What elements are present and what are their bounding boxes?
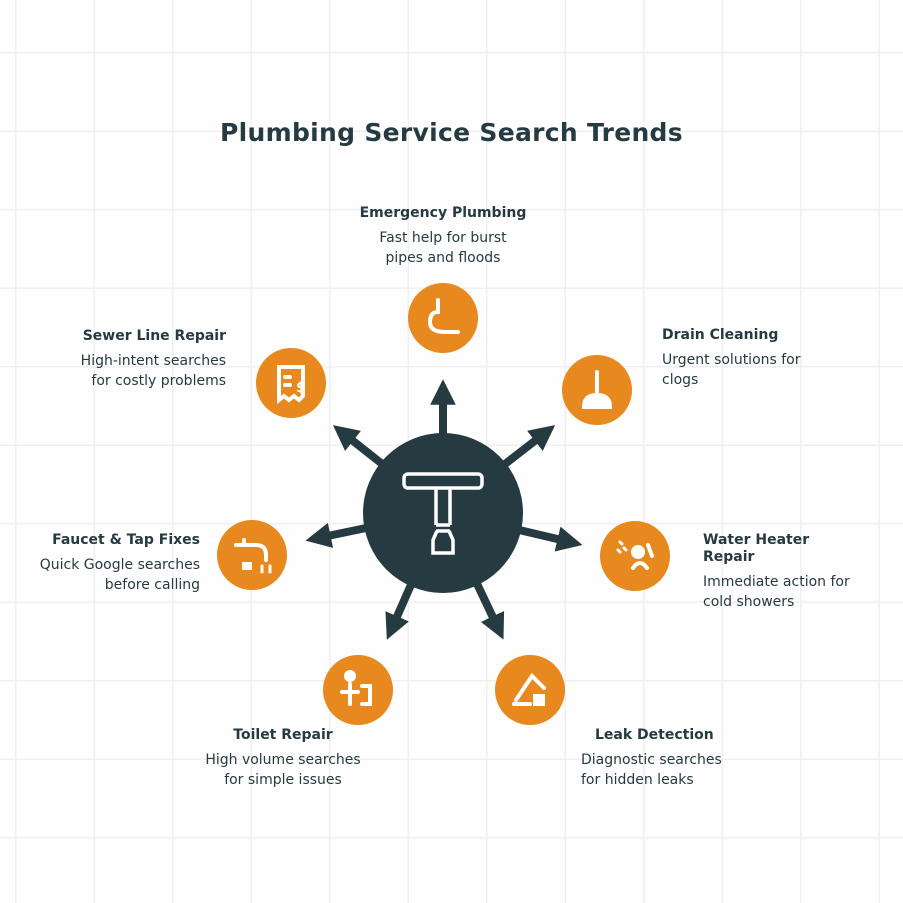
node-desc-line: Fast help for burst xyxy=(379,230,507,246)
node-desc-line: pipes and floods xyxy=(385,250,501,266)
label-leak-detection: Leak Detection Diagnostic searches for h… xyxy=(581,727,781,790)
label-emergency-plumbing: Emergency Plumbing Fast help for burst p… xyxy=(330,205,556,268)
node-desc-line: clogs xyxy=(662,372,699,388)
node-title: Emergency Plumbing xyxy=(359,205,527,221)
node-desc-line: for costly problems xyxy=(91,373,226,389)
faucet-icon xyxy=(234,538,272,574)
node-desc-line: for simple issues xyxy=(224,772,342,788)
toilet-icon xyxy=(340,670,372,706)
node-title: Drain Cleaning xyxy=(662,327,779,343)
node-desc-line: Quick Google searches xyxy=(39,557,200,573)
node-desc-line: cold showers xyxy=(703,594,795,610)
receipt-icon xyxy=(277,365,305,405)
node-desc-line: Immediate action for xyxy=(703,574,850,590)
label-toilet-repair: Toilet Repair High volume searches for s… xyxy=(168,727,398,790)
node-desc-line: Diagnostic searches xyxy=(581,752,722,768)
shower-icon xyxy=(616,540,654,570)
node-title: Faucet & Tap Fixes xyxy=(52,532,200,548)
label-faucet-tap-fixes: Faucet & Tap Fixes Quick Google searches… xyxy=(0,532,200,595)
node-desc-line: High-intent searches xyxy=(80,353,226,369)
pipe-icon xyxy=(427,298,460,334)
node-desc-line: before calling xyxy=(104,577,200,593)
node-faucet-tap-fixes xyxy=(217,520,287,590)
node-emergency-plumbing xyxy=(408,283,478,353)
node-desc-line: High volume searches xyxy=(205,752,361,768)
page-title: Plumbing Service Search Trends xyxy=(220,118,683,147)
wet-floor-icon xyxy=(512,672,546,706)
node-title: Sewer Line Repair xyxy=(82,328,226,344)
node-desc-line: Urgent solutions for xyxy=(662,352,801,368)
node-title: Leak Detection xyxy=(595,727,714,743)
dollar-sign: $ xyxy=(296,380,306,396)
t-handle-wrench-icon xyxy=(402,472,484,555)
node-leak-detection xyxy=(495,655,565,725)
node-title: Toilet Repair xyxy=(233,727,333,743)
label-water-heater-repair: Water Heater Repair Immediate action for… xyxy=(703,532,893,612)
center-hub xyxy=(363,433,523,593)
label-drain-cleaning: Drain Cleaning Urgent solutions for clog… xyxy=(662,327,862,390)
node-desc-line: for hidden leaks xyxy=(581,772,694,788)
label-sewer-line-repair: Sewer Line Repair High-intent searches f… xyxy=(26,328,226,391)
node-sewer-line-repair xyxy=(256,348,326,418)
plunger-icon xyxy=(581,370,613,409)
node-title: Water Heater Repair xyxy=(703,532,810,565)
